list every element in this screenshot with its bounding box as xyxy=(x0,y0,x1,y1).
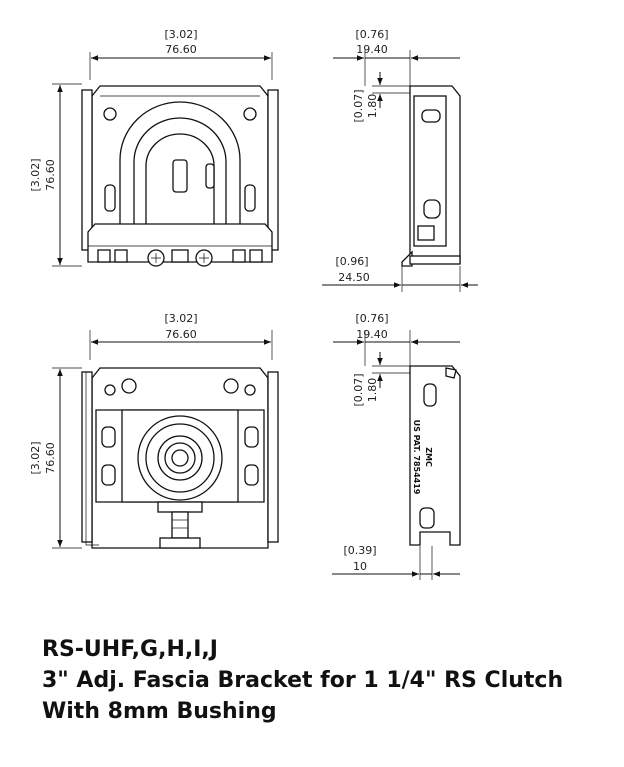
offset-mm-label: 1.80 xyxy=(366,378,379,403)
base-inch-label: [0.39] xyxy=(343,544,376,557)
depth-mm-label: 19.40 xyxy=(356,43,388,56)
height-inch-label: [3.02] xyxy=(29,441,42,474)
offset-inch-label: [0.07] xyxy=(352,373,365,406)
part-description: 3" Adj. Fascia Bracket for 1 1/4" RS Clu… xyxy=(42,668,564,693)
part-number: RS-UHF,G,H,I,J xyxy=(42,637,218,662)
side-profile: ZMC US PAT. 7854419 xyxy=(409,365,461,546)
width-inch-label: [3.02] xyxy=(164,312,197,325)
front-view-bottom: [3.02] 76.60 [3.02] 76.60 xyxy=(29,312,279,549)
width-mm-label: 76.60 xyxy=(165,328,197,341)
part-subdescription: With 8mm Bushing xyxy=(42,699,277,724)
base-mm-label: 10 xyxy=(353,560,367,573)
side-view-top: [0.76] 19.40 [0.07] 1.80 [0.96] 24.50 xyxy=(322,28,478,292)
width-mm-label: 76.60 xyxy=(165,43,197,56)
base-inch-label: [0.96] xyxy=(335,255,368,268)
bracket-rear xyxy=(81,367,279,549)
engraving-patent: US PAT. 7854419 xyxy=(412,420,421,495)
width-inch-label: [3.02] xyxy=(164,28,197,41)
height-mm-label: 76.60 xyxy=(44,442,57,474)
depth-inch-label: [0.76] xyxy=(355,312,388,325)
height-inch-label: [3.02] xyxy=(29,158,42,191)
side-view-bottom: [0.76] 19.40 [0.07] 1.80 ZMC US PAT. 785… xyxy=(332,312,461,580)
side-profile xyxy=(401,85,461,267)
height-mm-label: 76.60 xyxy=(44,159,57,191)
engraving-brand: ZMC xyxy=(424,447,433,467)
offset-inch-label: [0.07] xyxy=(352,89,365,122)
bracket-body xyxy=(81,85,279,267)
front-view-top: [3.02] 76.60 [3.02] 76.60 xyxy=(29,28,279,267)
base-mm-label: 24.50 xyxy=(338,271,370,284)
offset-mm-label: 1.80 xyxy=(366,94,379,119)
title-block: RS-UHF,G,H,I,J 3" Adj. Fascia Bracket fo… xyxy=(42,634,612,727)
depth-inch-label: [0.76] xyxy=(355,28,388,41)
depth-mm-label: 19.40 xyxy=(356,328,388,341)
